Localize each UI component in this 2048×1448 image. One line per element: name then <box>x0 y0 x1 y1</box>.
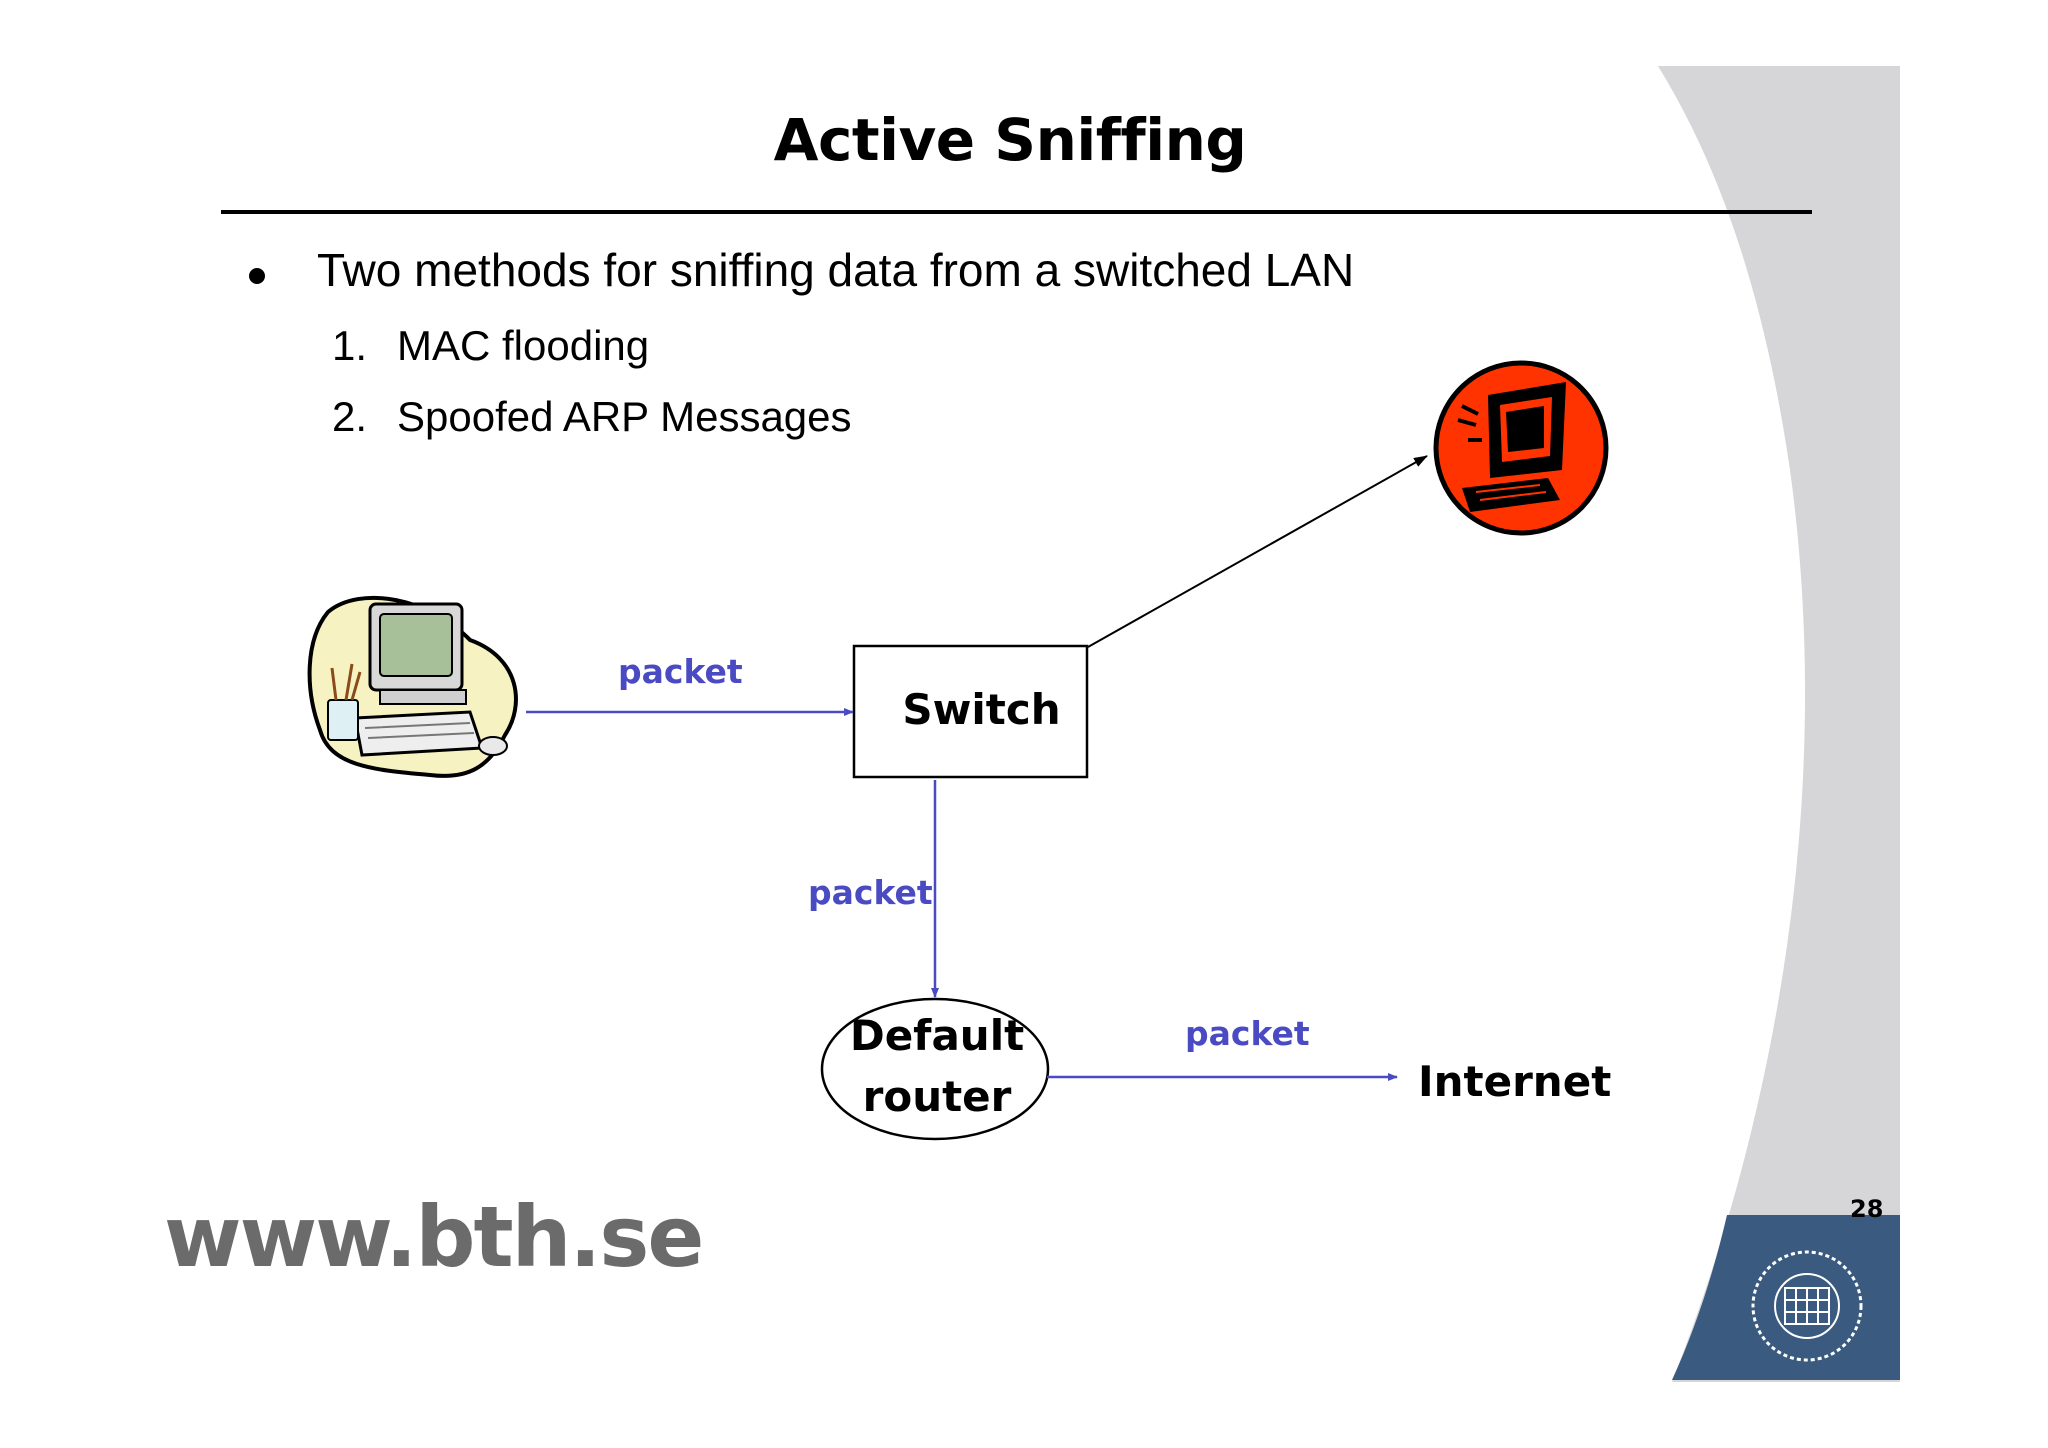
router-ellipse <box>820 997 1050 1141</box>
internet-label: Internet <box>1418 1057 1612 1106</box>
bullet-text: Two methods for sniffing data from a swi… <box>317 244 1355 296</box>
method-number-2: 2. <box>332 393 368 440</box>
bullet-dot <box>249 268 265 284</box>
slide-title: Active Sniffing <box>773 106 1247 174</box>
page-number: 28 <box>1850 1195 1884 1223</box>
method-number-1: 1. <box>332 322 368 369</box>
edge-switch-attacker <box>1087 455 1428 648</box>
method-text-1: MAC flooding <box>397 322 650 369</box>
switch-label: Switch <box>902 685 1061 734</box>
decorative-gray-arc <box>1658 66 1900 1382</box>
attacker-computer-icon <box>1433 360 1609 536</box>
edge-label-router-internet: packet <box>1185 1014 1310 1053</box>
victim-computer-icon <box>307 595 518 778</box>
bth-seal-icon <box>1751 1250 1863 1362</box>
edge-label-switch-router: packet <box>808 873 933 912</box>
router-label-line2: router <box>862 1072 1012 1121</box>
method-text-2: Spoofed ARP Messages <box>397 393 852 440</box>
switch-box <box>852 644 1089 779</box>
edge-label-victim-switch: packet <box>618 652 743 691</box>
footer-url: www.bth.se <box>164 1188 704 1286</box>
router-label-line1: Default <box>849 1011 1025 1060</box>
